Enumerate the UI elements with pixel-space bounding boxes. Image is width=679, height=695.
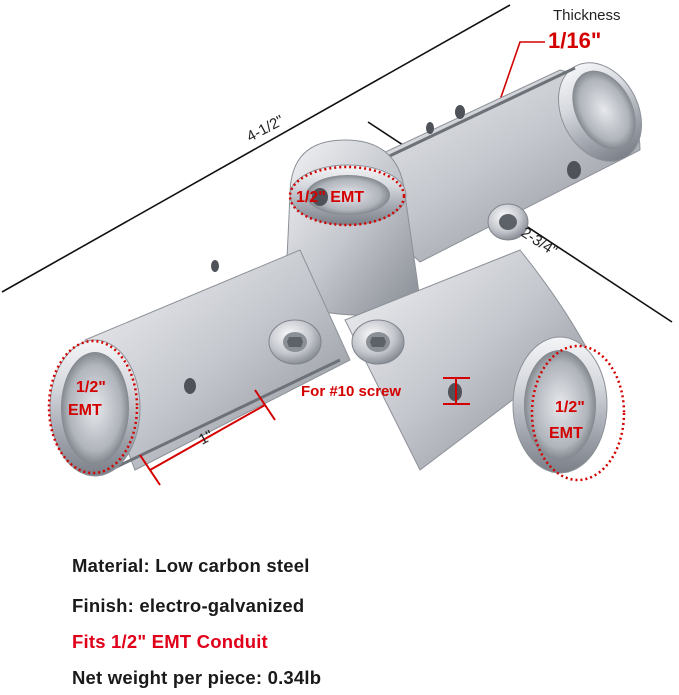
thickness-caption: Thickness (553, 7, 621, 24)
screw-note-label: For #10 screw (301, 383, 401, 400)
spec-fits: Fits 1/2" EMT Conduit (72, 631, 268, 652)
right-port-label-1: 1/2" (555, 399, 585, 416)
thickness-leader (499, 41, 545, 101)
tube-right (344, 249, 608, 474)
tube-left (49, 249, 351, 477)
product-illustration: Thickness 1/16" 4-1/2" 2-3/4" 1/2" EMT 1… (1, 4, 673, 486)
thickness-value: 1/16" (548, 28, 601, 53)
top-port-highlight (288, 165, 406, 227)
left-port-label-2: EMT (68, 402, 102, 419)
bolt-front-right (351, 319, 405, 365)
bolt-rear (487, 203, 529, 241)
spec-material: Material: Low carbon steel (72, 555, 310, 576)
right-port-highlight (530, 344, 626, 482)
top-port-label: 1/2" EMT (296, 189, 364, 206)
right-port-label-2: EMT (549, 425, 583, 442)
spec-weight: Net weight per piece: 0.34lb (72, 667, 322, 688)
insert-depth-bracket (139, 389, 276, 486)
overall-length-label: 4-1/2" (244, 112, 287, 146)
dimension-line-overall (1, 4, 511, 293)
center-hub (284, 139, 421, 316)
left-port-highlight (47, 339, 139, 475)
bolt-front-left (268, 319, 322, 365)
screw-note-bracket (443, 377, 470, 405)
left-port-label-1: 1/2" (76, 379, 106, 396)
spec-finish: Finish: electro-galvanized (72, 595, 305, 616)
